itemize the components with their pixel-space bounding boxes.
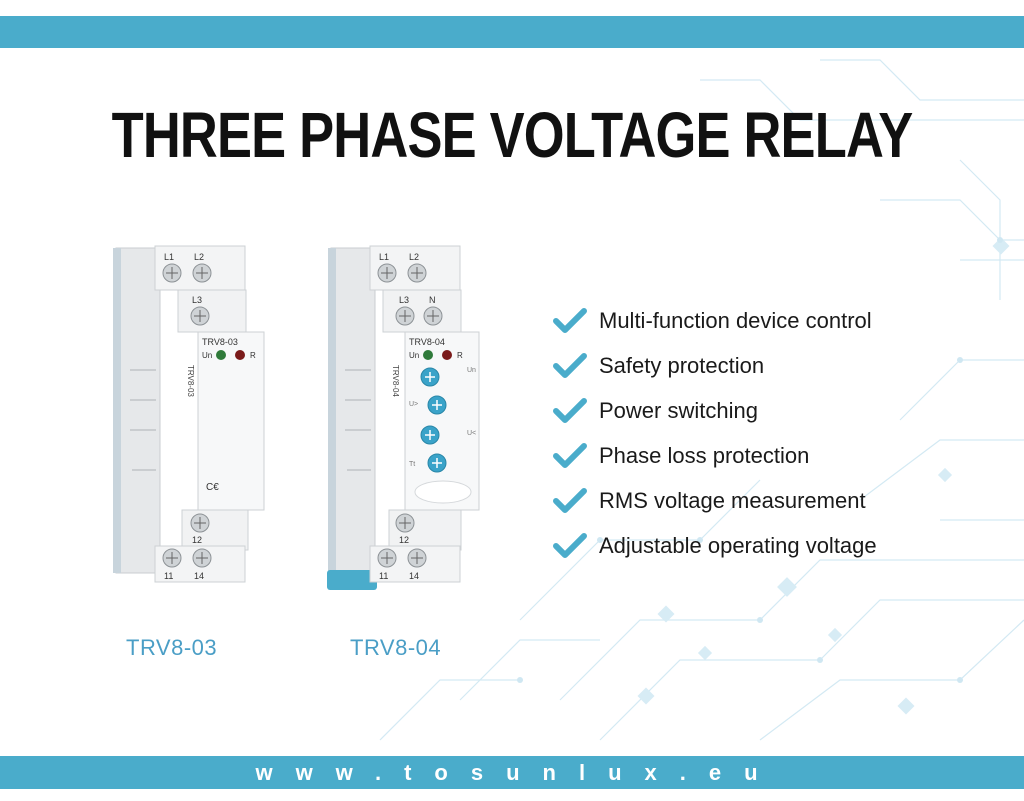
check-icon — [553, 443, 587, 468]
led-label-r: R — [250, 351, 256, 360]
top-accent-bar — [0, 16, 1024, 48]
dial-label: U> — [409, 401, 418, 408]
terminal-label: L2 — [409, 252, 419, 262]
front-model-text: TRV8-04 — [409, 337, 445, 347]
feature-label: Adjustable operating voltage — [599, 533, 877, 558]
led-label-un: Un — [409, 351, 419, 360]
page-title: THREE PHASE VOLTAGE RELAY — [111, 99, 914, 171]
side-model-text: TRV8-04 — [391, 365, 400, 397]
front-model-text: TRV8-03 — [202, 337, 238, 347]
check-icon — [553, 353, 587, 378]
terminal-label: L2 — [194, 252, 204, 262]
feature-label: RMS voltage measurement — [599, 488, 866, 513]
terminal-label: N — [429, 295, 436, 305]
led-label-un: Un — [202, 351, 212, 360]
dial-label: Tt — [409, 461, 415, 468]
terminal-label: L3 — [399, 295, 409, 305]
check-icon — [553, 488, 587, 513]
product-label-trv8-03: TRV8-03 — [126, 635, 218, 660]
check-icon — [553, 308, 587, 333]
product-image-trv8-04: L1 L2 L3 N TRV8-04 TRV8-04 Un R Un U> U<… — [327, 245, 480, 590]
terminal-label: L3 — [192, 295, 202, 305]
website-link[interactable]: www.tosunlux.eu — [255, 760, 781, 785]
svg-text:C€: C€ — [206, 482, 219, 493]
product-label-trv8-04: TRV8-04 — [350, 635, 442, 660]
feature-label: Power switching — [599, 398, 758, 423]
feature-label: Multi-function device control — [599, 308, 872, 333]
dial-label: Un — [467, 367, 476, 374]
check-icon — [553, 398, 587, 423]
terminal-label: 14 — [409, 571, 419, 581]
bottom-accent-bar — [0, 756, 1024, 789]
terminal-label: L1 — [164, 252, 174, 262]
product-image-trv8-03: L1 L2 L3 TRV8-03 TRV8-03 Un R C€ 12 11 1… — [113, 245, 265, 583]
terminal-label: 12 — [192, 535, 202, 545]
feature-label: Safety protection — [599, 353, 765, 378]
terminal-label: L1 — [379, 252, 389, 262]
terminal-label: 11 — [379, 571, 388, 581]
side-model-text: TRV8-03 — [186, 365, 195, 397]
check-icon — [553, 533, 587, 558]
terminal-label: 11 — [164, 571, 173, 581]
terminal-label: 12 — [399, 535, 409, 545]
feature-label: Phase loss protection — [599, 443, 810, 468]
dial-label: U< — [467, 430, 476, 437]
led-label-r: R — [457, 351, 463, 360]
terminal-label: 14 — [194, 571, 204, 581]
